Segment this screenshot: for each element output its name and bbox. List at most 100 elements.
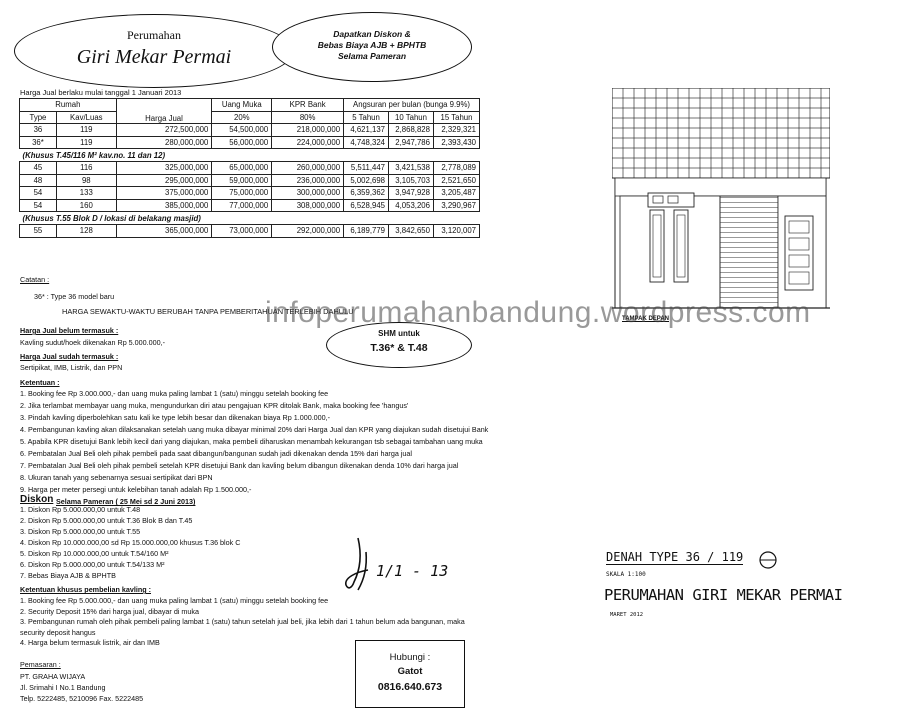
- list-item: 4. Pembangunan kavling akan dilaksanakan…: [20, 425, 489, 434]
- list-item: 3. Pindah kavling diperbolehkan satu kal…: [20, 413, 331, 422]
- belum-text: Kavling sudut/hoek dikenakan Rp 5.000.00…: [20, 338, 166, 347]
- shm-oval: SHM untuk T.36* & T.48: [326, 322, 472, 368]
- table-cell: 5,002,698: [343, 173, 390, 188]
- h-harga: Harga Jual: [115, 97, 213, 125]
- table-cell: 45: [19, 160, 57, 175]
- disclaimer: HARGA SEWAKTU-WAKTU BERUBAH TANPA PEMBER…: [62, 307, 354, 316]
- diskon-subtitle: Selama Pameran ( 25 Mei sd 2 Juni 2013): [56, 497, 196, 506]
- table-cell: 224,000,000: [271, 135, 345, 150]
- table-cell: 236,000,000: [271, 173, 345, 188]
- list-item: 3. Pembangunan rumah oleh pihak pembeli …: [20, 617, 465, 626]
- ketentuan-title: Ketentuan :: [20, 378, 60, 387]
- list-item: 4. Diskon Rp 10.000.000,00 sd Rp 15.000.…: [20, 538, 241, 547]
- list-item: 9. Harga per meter persegi untuk kelebih…: [20, 485, 252, 494]
- table-cell: 2,947,786: [388, 135, 434, 150]
- h-15: 15 Tahun: [432, 110, 481, 125]
- table-cell: 6,359,362: [343, 186, 390, 200]
- table-cell: 6,189,779: [343, 223, 390, 238]
- table-cell: 2,329,321: [432, 123, 481, 137]
- table-cell: 119: [55, 135, 117, 150]
- table-cell: 5,511,447: [343, 160, 390, 175]
- h-5: 5 Tahun: [343, 110, 390, 125]
- house-elevation-drawing: [612, 88, 830, 309]
- table-cell: 54: [19, 198, 57, 213]
- table-cell: 295,000,000: [115, 173, 213, 188]
- table-cell: 54,500,000: [211, 123, 273, 137]
- promo-line-2: Bebas Biaya AJB + BPHTB: [317, 40, 427, 50]
- table-cell: 3,421,538: [388, 160, 434, 175]
- price-note: Harga Jual berlaku mulai tanggal 1 Janua…: [20, 88, 182, 97]
- table-cell: 3,120,007: [432, 223, 481, 238]
- hubungi-name: Gatot: [397, 666, 423, 677]
- list-item: PT. GRAHA WIJAYA: [20, 672, 86, 681]
- table-cell: 3,105,703: [388, 173, 434, 188]
- list-item: 1. Booking fee Rp 3.000.000,- dan uang m…: [20, 389, 329, 398]
- table-cell: 3,947,928: [388, 186, 434, 200]
- table-cell: 133: [55, 186, 117, 200]
- table-cell: 2,393,430: [432, 135, 481, 150]
- note-row-2: (Khusus T.55 Blok D / lokasi di belakang…: [19, 211, 480, 225]
- table-cell: 36*: [19, 135, 57, 150]
- skala-label: SKALA 1:100: [606, 571, 646, 578]
- table-cell: 218,000,000: [271, 123, 345, 137]
- table-cell: 160: [55, 198, 117, 213]
- pemasaran-title: Pemasaran :: [20, 660, 61, 669]
- list-item: 7. Bebas Biaya AJB & BPHTB: [20, 571, 116, 580]
- table-cell: 292,000,000: [271, 223, 345, 238]
- belum-title: Harga Jual belum termasuk :: [20, 326, 119, 335]
- title-perumahan: Perumahan: [127, 28, 181, 42]
- table-cell: 3,842,650: [388, 223, 434, 238]
- list-item: 3. Diskon Rp 5.000.000,00 untuk T.55: [20, 527, 141, 536]
- table-cell: 54: [19, 186, 57, 200]
- north-arrow-symbol: [759, 551, 777, 569]
- note-row-1: (Khusus T.45/116 M² kav.no. 11 dan 12): [19, 148, 480, 162]
- h-10: 10 Tahun: [388, 110, 434, 125]
- table-cell: 48: [19, 173, 57, 188]
- list-item: 2. Security Deposit 15% dari harga jual,…: [20, 606, 199, 616]
- list-item: 6. Diskon Rp 5.000.000,00 untuk T.54/133…: [20, 560, 165, 569]
- table-cell: 65,000,000: [211, 160, 273, 175]
- table-cell: 300,000,000: [271, 186, 345, 200]
- table-cell: 6,528,945: [343, 198, 390, 213]
- table-cell: 75,000,000: [211, 186, 273, 200]
- h-angsuran: Angsuran per bulan (bunga 9.9%): [343, 98, 480, 112]
- h-uang-muka: Uang Muka: [211, 98, 273, 112]
- shm-line-2: T.36* & T.48: [370, 342, 428, 354]
- khusus-title: Ketentuan khusus pembelian kavling :: [20, 585, 151, 594]
- price-table: Rumah Harga Jual Uang Muka KPR Bank Angs…: [19, 97, 481, 238]
- list-item: 5. Apabila KPR disetujui Bank lebih keci…: [20, 437, 483, 446]
- title-oval: Perumahan Giri Mekar Permai: [14, 14, 294, 88]
- catatan-text: 36* : Type 36 model baru: [34, 292, 115, 301]
- promo-line-1: Dapatkan Diskon &: [333, 29, 411, 39]
- list-item: 1. Diskon Rp 5.000.000,00 untuk T.48: [20, 505, 141, 514]
- table-cell: 73,000,000: [211, 223, 273, 238]
- table-cell: 385,000,000: [115, 198, 213, 213]
- list-item: 2. Jika terlambat membayar uang muka, me…: [20, 401, 409, 410]
- promo-oval: Dapatkan Diskon & Bebas Biaya AJB + BPHT…: [272, 12, 472, 82]
- list-item: 6. Pembatalan Jual Beli oleh pihak pembe…: [20, 449, 413, 458]
- table-cell: 2,868,828: [388, 123, 434, 137]
- table-cell: 308,000,000: [271, 198, 345, 213]
- handwriting: 1/1 - 13: [376, 562, 449, 580]
- table-cell: 56,000,000: [211, 135, 273, 150]
- table-cell: 3,290,967: [432, 198, 481, 213]
- list-item: 4. Harga belum termasuk listrik, air dan…: [20, 638, 160, 647]
- table-cell: 325,000,000: [115, 160, 213, 175]
- table-cell: 4,621,137: [343, 123, 390, 137]
- table-cell: 2,778,089: [432, 160, 481, 175]
- table-cell: 3,205,487: [432, 186, 481, 200]
- table-cell: 36: [19, 123, 57, 137]
- drawing-date: MARET 2012: [610, 612, 644, 618]
- h-um-pct: 20%: [211, 110, 273, 125]
- sudah-text: Sertipikat, IMB, Listrik, dan PPN: [20, 363, 123, 372]
- list-item: security deposit hangus: [20, 627, 96, 637]
- table-cell: 4,748,324: [343, 135, 390, 150]
- watermark: infoperumahanbandung.wordpress.com: [265, 296, 811, 329]
- table-cell: 2,521,650: [432, 173, 481, 188]
